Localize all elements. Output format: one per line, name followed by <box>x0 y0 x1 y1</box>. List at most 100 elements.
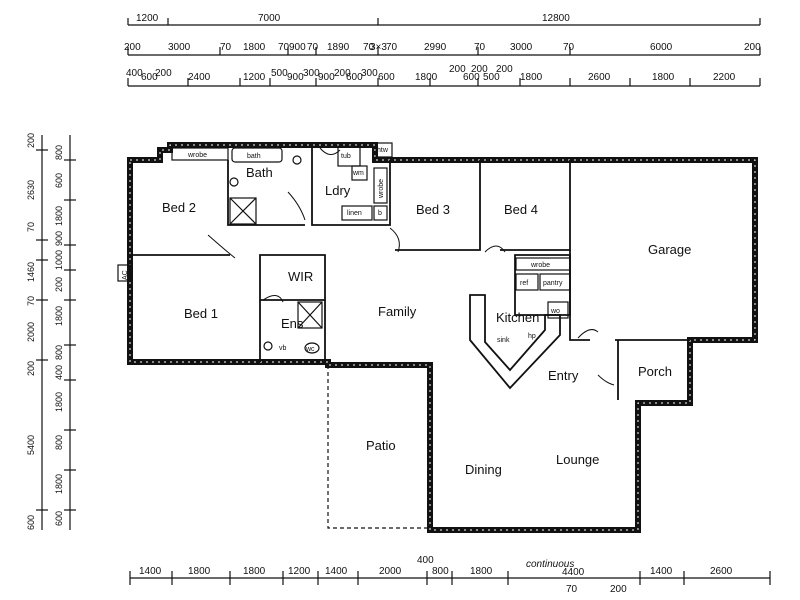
dim-top3-22: 2200 <box>713 72 736 83</box>
dim-top2-1: 3000 <box>168 42 191 53</box>
fix-ref: ref <box>520 280 528 287</box>
room-bed1: Bed 1 <box>184 306 218 321</box>
wall-ens <box>259 300 326 362</box>
room-entry: Entry <box>548 368 579 383</box>
room-ldry: Ldry <box>325 183 351 198</box>
fix-hp: hp <box>528 333 536 340</box>
dim-left1-8: 600 <box>26 515 36 530</box>
dim-left1-4: 70 <box>26 296 36 306</box>
dim-top3-6: 900 <box>287 72 304 83</box>
dim-left1-0: 200 <box>26 133 36 148</box>
dim-top2-15: 6000 <box>650 42 673 53</box>
dim-bottom-upper-1: continuous <box>526 559 574 570</box>
walls <box>127 142 758 533</box>
dim-top3-1: 600 <box>141 72 158 83</box>
dim-top3-3: 2400 <box>188 72 211 83</box>
dim-top3-0: 400 <box>126 68 143 79</box>
wall-porch <box>615 339 690 400</box>
dim-top3-20: 2600 <box>588 72 611 83</box>
wrobe-bed2 <box>171 147 229 161</box>
fix-sink: sink <box>497 337 510 344</box>
room-family: Family <box>378 304 417 319</box>
dim-top2-14: 70 <box>563 42 575 53</box>
room-wir: WIR <box>288 269 313 284</box>
dim-bottom-9: 2600 <box>710 566 733 577</box>
dim-top3-10: 600 <box>346 72 363 83</box>
fix-wm: wm <box>352 170 364 177</box>
room-kitchen: Kitchen <box>496 310 539 325</box>
wm-ldry <box>351 165 368 181</box>
dim-top1-1: 7000 <box>258 13 281 24</box>
dim-bottom-upper-0: 400 <box>417 555 434 566</box>
dim-top3-21: 1800 <box>652 72 675 83</box>
dim-top2-7: 1890 <box>327 42 350 53</box>
door-garage <box>577 329 599 339</box>
fix-wrobe-bed2: wrobe <box>187 152 207 159</box>
room-lounge: Lounge <box>556 452 599 467</box>
dim-top3-17: 500 <box>483 72 500 83</box>
fix-wo: wo <box>550 308 560 315</box>
dim-top2-11: 2990 <box>424 42 447 53</box>
bottom-dimensions: 1400 1800 1800 1200 1400 2000 800 1800 1… <box>129 555 771 595</box>
wall-garage <box>569 250 590 341</box>
dim-left2-1: 600 <box>54 173 64 188</box>
dim-top3-13: 1800 <box>415 72 438 83</box>
dim-bottom-4: 1400 <box>325 566 348 577</box>
dim-top2-6: 70 <box>307 42 319 53</box>
kitchen-storage <box>514 254 571 316</box>
dim-top3-5: 500 <box>271 68 288 79</box>
fix-b: b <box>378 210 382 217</box>
dim-top3-14: 200 <box>449 64 466 75</box>
dim-bottom-5: 2000 <box>379 566 402 577</box>
dim-top2-8: 70 <box>363 42 375 53</box>
fix-wrobe-ldry: wrobe <box>378 179 385 199</box>
dim-top2-13: 3000 <box>510 42 533 53</box>
dim-bottom-6: 800 <box>432 566 449 577</box>
dim-top3-9: 200 <box>334 68 351 79</box>
shower-ens <box>297 301 323 329</box>
dim-left2-12: 600 <box>54 511 64 526</box>
dim-left1-5: 2000 <box>26 322 36 342</box>
dim-left2-7: 800 <box>54 345 64 360</box>
door-bed2 <box>207 234 236 259</box>
dim-left2-9: 1800 <box>54 392 64 412</box>
wall-bath <box>227 160 305 226</box>
dim-bottom-3: 1200 <box>288 566 311 577</box>
patio-outline <box>327 365 430 529</box>
wall-bed3 <box>395 160 481 251</box>
left-dimensions: 200 2630 70 1460 70 2000 200 5400 600 80… <box>26 133 76 530</box>
fixtures: wrobe bath tub wm wrobe linen b htw wrob… <box>117 142 571 354</box>
fix-ac: AC <box>122 270 129 280</box>
fix-bath: bath <box>247 153 261 160</box>
dim-top2-0: 200 <box>124 42 141 53</box>
fix-linen: linen <box>347 210 362 217</box>
dim-bottom-lower-1: 200 <box>610 584 627 595</box>
room-bed4: Bed 4 <box>504 202 538 217</box>
tub-ldry <box>337 145 361 167</box>
room-ens: Ens <box>281 316 304 331</box>
dim-top3-18: 200 <box>496 64 513 75</box>
door-wir <box>262 295 284 303</box>
dim-top1-2: 12800 <box>542 13 570 24</box>
room-porch: Porch <box>638 364 672 379</box>
door-bath <box>287 191 306 221</box>
wc-bath-icon <box>292 155 302 165</box>
door-ldry <box>319 147 341 155</box>
shower-bath <box>229 197 257 225</box>
dim-left2-11: 1800 <box>54 474 64 494</box>
dim-left1-3: 1460 <box>26 262 36 282</box>
dim-top3-16: 600 <box>463 72 480 83</box>
dim-left2-3: 900 <box>54 231 64 246</box>
fix-wc: wc <box>305 346 315 353</box>
basin-ens <box>263 341 273 351</box>
dim-top3-7: 300 <box>303 68 320 79</box>
room-bed3: Bed 3 <box>416 202 450 217</box>
b-ldry <box>373 205 388 221</box>
dim-left2-2: 1800 <box>54 206 64 226</box>
dim-bottom-lower-0: 70 <box>566 584 578 595</box>
ac-unit <box>117 264 131 282</box>
wall-ldry <box>311 148 391 226</box>
room-bed2: Bed 2 <box>162 200 196 215</box>
door-bed3 <box>389 227 400 253</box>
dim-bottom-8: 1400 <box>650 566 673 577</box>
